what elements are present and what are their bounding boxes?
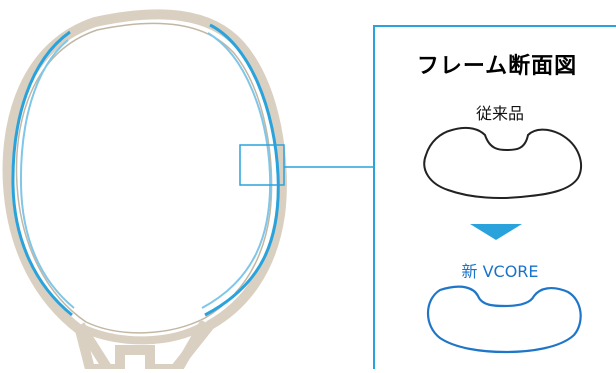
frame-highlight-left bbox=[11, 30, 73, 317]
new-profile-shape bbox=[427, 285, 582, 354]
section-marker-box bbox=[239, 144, 285, 186]
frame-highlight-right bbox=[204, 23, 280, 317]
racket-frame bbox=[2, 9, 287, 373]
racket-head-outer bbox=[2, 9, 287, 373]
new-profile-label: 新 VCORE bbox=[461, 262, 539, 281]
frame-highlight-right-inner bbox=[201, 32, 272, 309]
panel-title: フレーム断面図 bbox=[416, 54, 578, 79]
old-profile-label: 従来品 bbox=[475, 104, 524, 123]
detail-panel-border bbox=[373, 25, 616, 369]
racket-head-inner-edge bbox=[15, 22, 273, 334]
old-profile-shape bbox=[423, 126, 582, 199]
down-triangle-icon bbox=[470, 224, 522, 240]
frame-highlight-left-inner bbox=[19, 39, 75, 309]
racket-bridge bbox=[80, 321, 207, 345]
